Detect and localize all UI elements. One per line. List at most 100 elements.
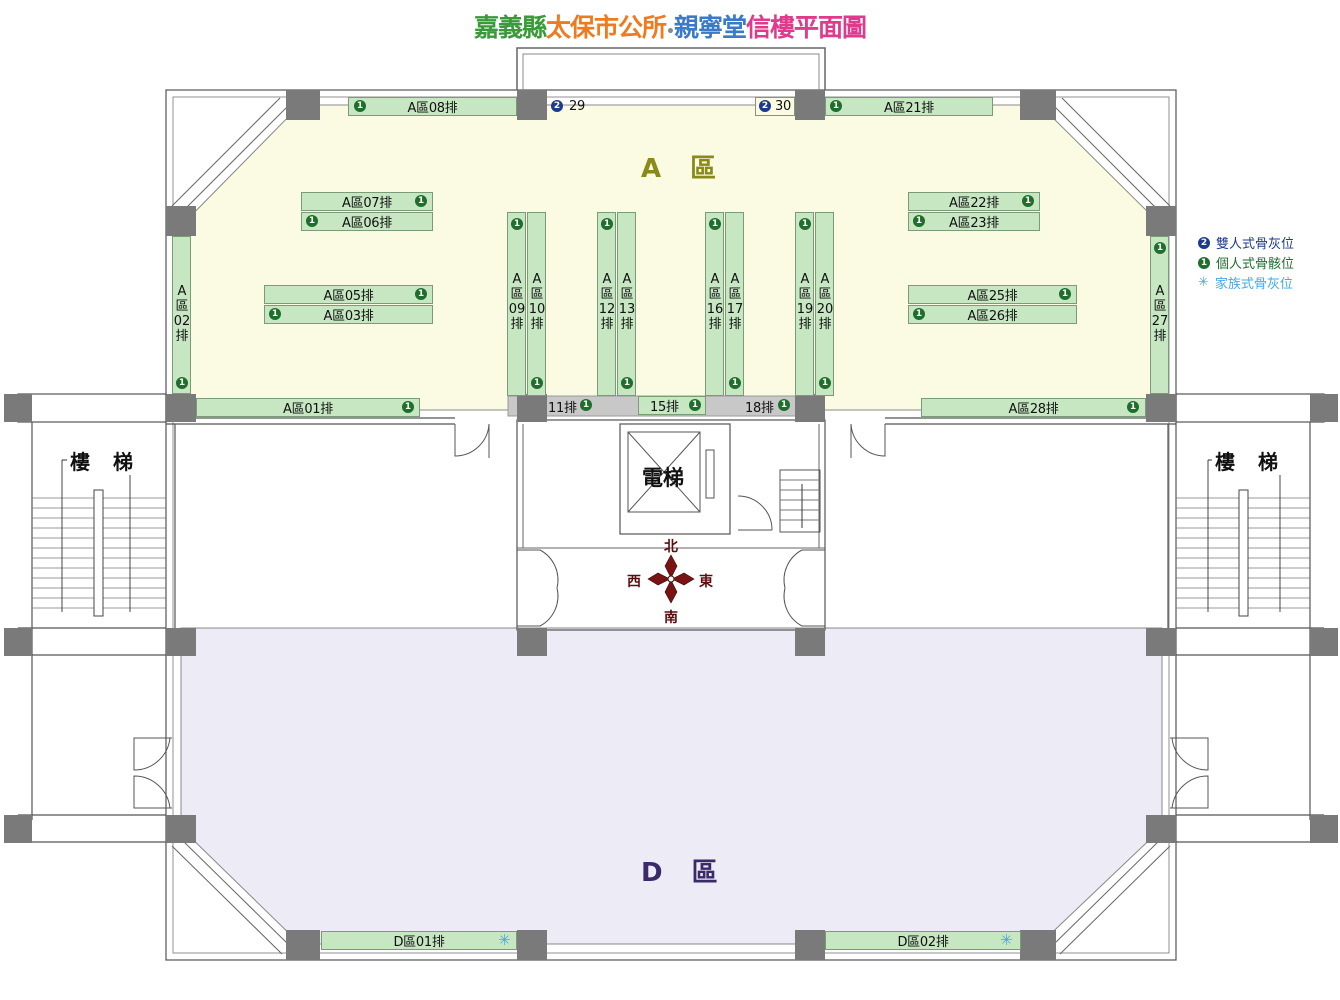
row-a22[interactable]: A區22排 — [908, 192, 1040, 211]
row-label: A 區 19 排 — [796, 272, 814, 332]
title-plan: 信樓平面圖 — [745, 13, 867, 42]
row-label: A 區 17 排 — [726, 272, 744, 332]
row-a23[interactable]: A區23排 — [908, 212, 1040, 231]
single-niche-icon: 1 — [415, 195, 427, 207]
single-niche-icon: 1 — [689, 399, 701, 411]
legend-single: 1 個人式骨骸位 — [1198, 253, 1294, 272]
row-a17[interactable] — [725, 212, 744, 396]
elevator-label: 電梯 — [642, 466, 684, 490]
double-niche-icon: 2 — [759, 100, 771, 112]
row-a16[interactable] — [705, 212, 724, 396]
title-office: 太保市公所 — [546, 13, 667, 42]
compass-south: 南 — [664, 610, 678, 626]
row-label: A區01排 — [283, 402, 333, 417]
row-11[interactable]: 11排 — [547, 397, 597, 416]
compass-icon — [647, 554, 695, 604]
single-niche-icon: 1 — [799, 218, 811, 230]
row-a20[interactable] — [815, 212, 834, 396]
single-niche-icon: 1 — [729, 377, 741, 389]
compass-north: 北 — [664, 539, 678, 555]
legend-family-label: 家族式骨灰位 — [1214, 277, 1293, 292]
double-niche-icon: 2 — [551, 100, 563, 112]
single-niche-icon: 1 — [580, 399, 592, 411]
row-a02[interactable] — [172, 236, 191, 394]
single-niche-icon: 1 — [415, 288, 427, 300]
row-a12[interactable] — [597, 212, 616, 396]
row-a03[interactable]: A區03排 — [264, 305, 433, 324]
row-a13[interactable] — [617, 212, 636, 396]
row-a21[interactable]: A區21排 — [825, 97, 993, 116]
title-county: 嘉義縣 — [473, 13, 547, 42]
compass-east: 東 — [699, 574, 713, 590]
row-label: A區28排 — [1008, 402, 1059, 417]
zone-d-area — [180, 627, 1163, 945]
single-niche-icon: 1 — [778, 399, 790, 411]
row-label: A 區 10 排 — [528, 272, 546, 332]
single-niche-icon: 1 — [1198, 256, 1210, 269]
row-label: A區07排 — [342, 196, 392, 211]
row-d02[interactable]: D區02排 — [825, 931, 1021, 950]
single-niche-icon: 1 — [511, 218, 523, 230]
single-niche-icon: 1 — [306, 215, 318, 227]
compass-west: 西 — [627, 574, 641, 590]
single-niche-icon: 1 — [621, 377, 633, 389]
row-a27[interactable] — [1150, 236, 1169, 394]
single-niche-icon: 1 — [1059, 288, 1071, 300]
row-label: 29 — [569, 99, 585, 114]
single-niche-icon: 1 — [819, 377, 831, 389]
row-a01[interactable]: A區01排 — [196, 398, 420, 417]
row-label: A區08排 — [407, 101, 458, 116]
row-d01[interactable]: D區01排 — [321, 931, 517, 950]
row-a25[interactable]: A區25排 — [908, 285, 1077, 304]
row-label: A區22排 — [949, 196, 999, 211]
single-niche-icon: 1 — [1022, 195, 1034, 207]
row-a05[interactable]: A區05排 — [264, 285, 433, 304]
legend-double: 2 雙人式骨灰位 — [1198, 233, 1294, 252]
single-niche-icon: 1 — [913, 215, 925, 227]
row-a28[interactable]: A區28排 — [921, 398, 1146, 417]
single-niche-icon: 1 — [913, 308, 925, 320]
row-label: A 區 02 排 — [173, 284, 191, 344]
family-niche-icon: ✳ — [1000, 931, 1013, 949]
single-niche-icon: 1 — [531, 377, 543, 389]
row-label: A 區 09 排 — [508, 272, 526, 332]
row-a08[interactable]: A區08排 — [348, 97, 517, 116]
row-label: D區01排 — [393, 935, 445, 950]
row-label: 11排 — [548, 401, 577, 416]
stairs-right-label: 樓 梯 — [1212, 446, 1289, 475]
row-label: A區23排 — [949, 216, 999, 231]
single-niche-icon: 1 — [176, 377, 188, 389]
row-a29[interactable]: 29 — [547, 97, 589, 116]
row-18[interactable]: 18排 — [745, 397, 795, 416]
row-label: A 區 27 排 — [1151, 284, 1169, 344]
row-label: 30 — [775, 99, 791, 114]
single-niche-icon: 1 — [1127, 401, 1139, 413]
row-label: A區03排 — [323, 309, 374, 324]
zone-d-label: D 區 — [641, 858, 728, 888]
zone-a-label: A 區 — [641, 154, 727, 184]
legend-family: ✳ 家族式骨灰位 — [1198, 273, 1293, 292]
legend-single-label: 個人式骨骸位 — [1216, 257, 1295, 272]
row-a07[interactable]: A區07排 — [301, 192, 433, 211]
single-niche-icon: 1 — [354, 100, 366, 112]
title-separator: • — [666, 24, 675, 40]
single-niche-icon: 1 — [1154, 242, 1166, 254]
single-niche-icon: 1 — [402, 401, 414, 413]
row-a06[interactable]: A區06排 — [301, 212, 433, 231]
row-label: A 區 12 排 — [598, 272, 616, 332]
row-label: A區05排 — [323, 289, 374, 304]
row-a09[interactable] — [507, 212, 526, 396]
row-a26[interactable]: A區26排 — [908, 305, 1077, 324]
single-niche-icon: 1 — [269, 308, 281, 320]
double-niche-icon: 2 — [1198, 236, 1210, 249]
row-label: 15排 — [650, 400, 679, 415]
row-label: A 區 13 排 — [618, 272, 636, 332]
row-label: A區06排 — [342, 216, 392, 231]
row-label: D區02排 — [897, 935, 949, 950]
single-niche-icon: 1 — [601, 218, 613, 230]
row-label: 18排 — [745, 401, 774, 416]
title-hall: 親寧堂 — [673, 13, 747, 42]
row-a10[interactable] — [527, 212, 546, 396]
row-a19[interactable] — [795, 212, 814, 396]
